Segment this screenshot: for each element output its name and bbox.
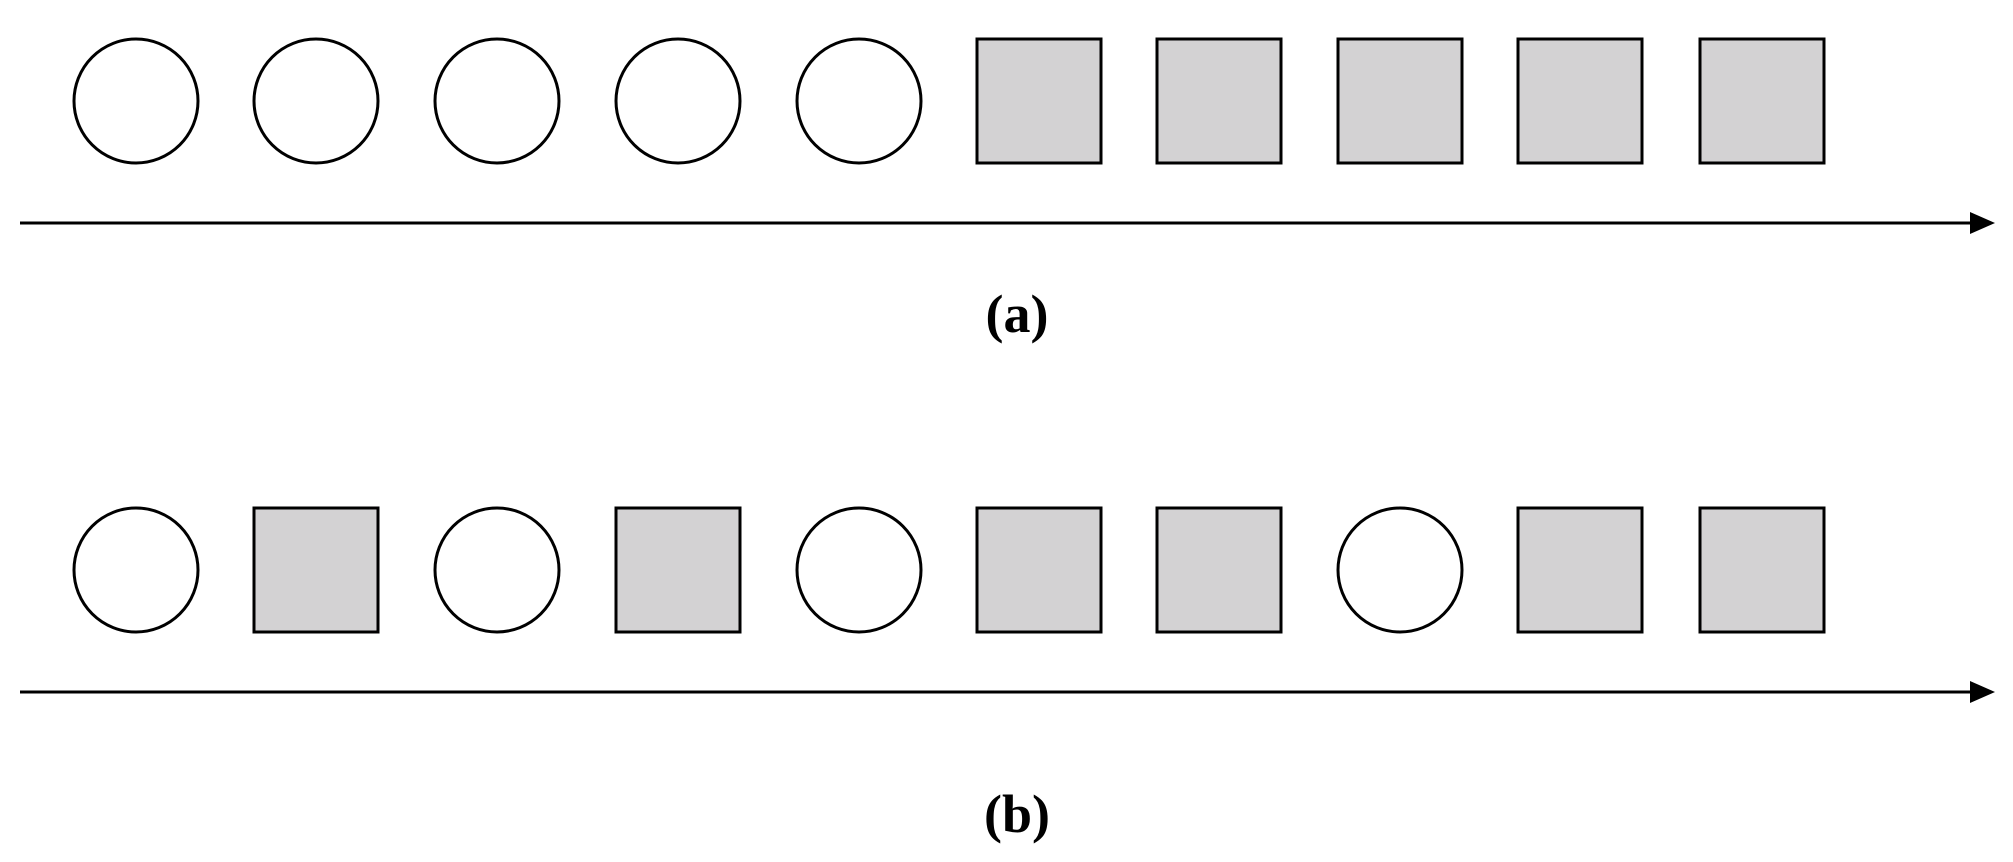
panel-a-circle-3 — [433, 37, 561, 165]
panel-b-square-9 — [1516, 506, 1644, 634]
panel-b-circle-8 — [1336, 506, 1464, 634]
panel-b-caption: (b) — [984, 784, 1050, 844]
panel-a-circle-1 — [72, 37, 200, 165]
panel-b-square-2 — [252, 506, 380, 634]
panel-b-circle-3 — [433, 506, 561, 634]
panel-a-square-6 — [975, 37, 1103, 165]
panel-b: (b) — [20, 506, 1995, 844]
panel-a-caption: (a) — [986, 284, 1049, 344]
panel-a-square-9 — [1516, 37, 1644, 165]
panel-a-square-7 — [1155, 37, 1283, 165]
panel-b-square-10 — [1698, 506, 1826, 634]
panel-a-circle-4 — [614, 37, 742, 165]
panel-b-circle-1 — [72, 506, 200, 634]
panel-a-arrowhead — [1970, 212, 1995, 234]
panel-a-circle-2 — [252, 37, 380, 165]
panel-b-circle-5 — [795, 506, 923, 634]
panel-a-shapes — [72, 37, 1826, 165]
panel-b-shapes — [72, 506, 1826, 634]
panel-a-circle-5 — [795, 37, 923, 165]
panel-a-square-8 — [1336, 37, 1464, 165]
panel-a: (a) — [20, 37, 1995, 344]
panel-b-square-4 — [614, 506, 742, 634]
panel-a-square-10 — [1698, 37, 1826, 165]
panel-b-square-7 — [1155, 506, 1283, 634]
panel-b-square-6 — [975, 506, 1103, 634]
panel-b-arrowhead — [1970, 681, 1995, 703]
